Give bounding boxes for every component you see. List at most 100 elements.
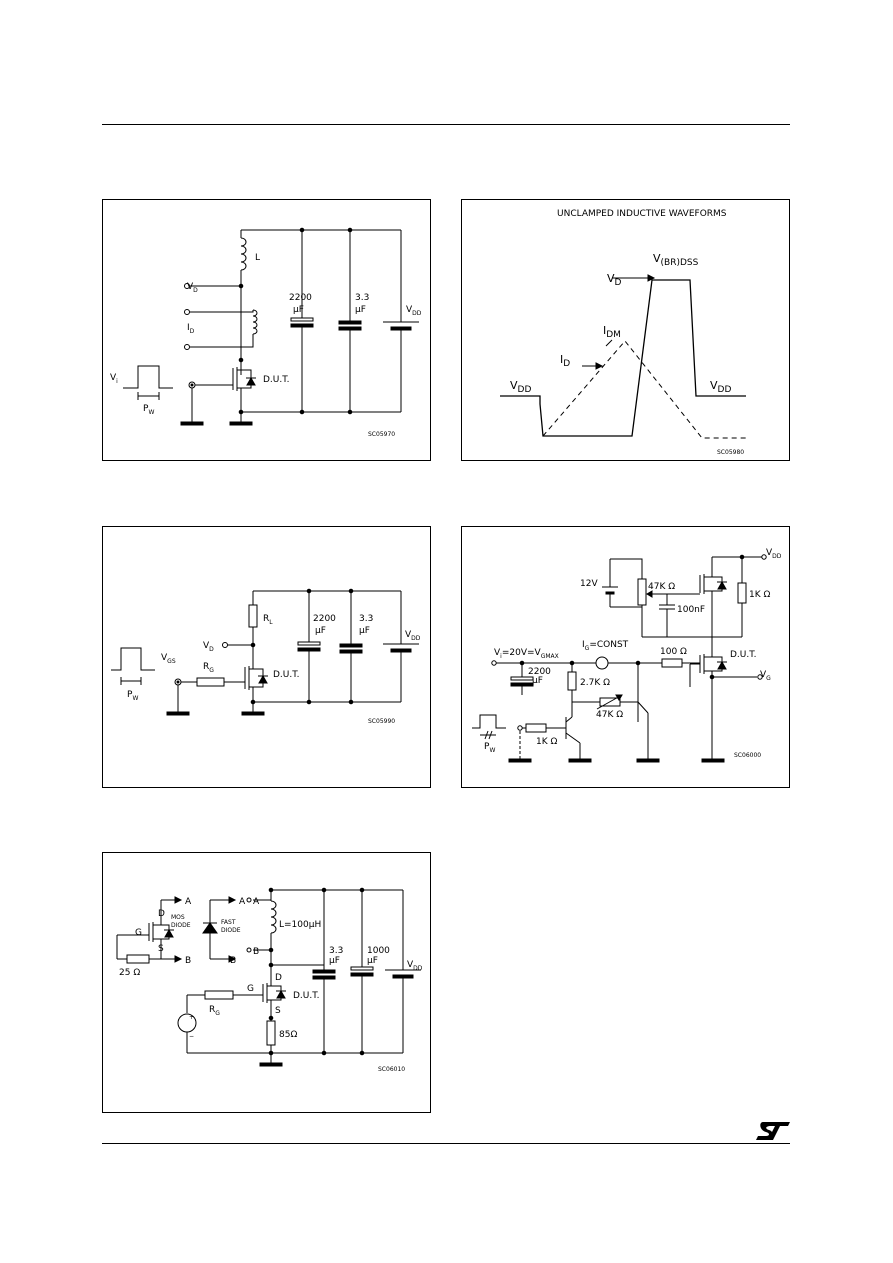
vdd-label: VDD (406, 305, 422, 317)
id-waveform (543, 341, 746, 438)
dut-label: D.U.T. (263, 375, 290, 385)
vi-label: Vi=20V=VGMAX (494, 648, 559, 660)
figure-diode-recovery-test-circuit: A B D S G MOS DIODE 25 Ω A B FAST DIODE … (102, 852, 431, 1113)
figure-code: SC05970 (368, 431, 395, 438)
vdd-label: VDD (407, 960, 423, 972)
vdd-left-label: VDD (510, 379, 531, 395)
mos-source-label: S (158, 944, 164, 954)
resistor-85-label: 85Ω (279, 1030, 297, 1040)
vdd-label: VDD (766, 548, 782, 560)
dut-label: D.U.T. (293, 991, 320, 1001)
source-minus-label: − (189, 1033, 194, 1040)
current-source (596, 657, 608, 669)
cap-3v3-unit: μF (329, 956, 340, 966)
resistor-2k7-label: 2.7K Ω (580, 678, 610, 688)
source-plus-label: + (189, 1014, 194, 1021)
vdd-label: VDD (405, 630, 421, 642)
vdd-right-label: VDD (710, 379, 731, 395)
cap-1000-unit: μF (367, 956, 378, 966)
dut-source-label: S (275, 1006, 281, 1016)
cap-3v3-value: 3.3 (329, 946, 343, 956)
dut-label: D.U.T. (273, 670, 300, 680)
cap-3v3-unit: μF (355, 305, 366, 315)
top-rule (102, 124, 790, 125)
circuit-1-svg: L VD ID Vi PW 2200 μF 3.3 μF VDD D.U.T. … (110, 200, 422, 438)
circuit-4-svg: VDD 12V 47K Ω 100nF 1K Ω IG=CONST Vi=20V… (462, 548, 782, 789)
circuit-5-svg: A B D S G MOS DIODE 25 Ω A B FAST DIODE … (103, 853, 423, 1073)
vd-label: VD (187, 282, 198, 294)
id-label: ID (187, 323, 195, 335)
gate-resistor (197, 678, 224, 686)
resistor-47k-label: 47K Ω (648, 582, 675, 592)
id-label: ID (560, 353, 570, 369)
resistor-1k-2-label: 1K Ω (536, 737, 557, 747)
waveform-title: UNCLAMPED INDUCTIVE WAVEFORMS (557, 209, 727, 219)
current-probe-coil (253, 310, 257, 334)
load-resistor (249, 605, 257, 627)
vg-label: VG (760, 670, 771, 682)
vd-label: VD (203, 641, 214, 653)
cap-3v3-value: 3.3 (355, 293, 369, 303)
mos-b-label: B (185, 956, 191, 966)
pw-label: PW (127, 690, 138, 702)
dut-gate-label: G (247, 984, 254, 994)
resistor-100-label: 100 Ω (660, 647, 687, 657)
waveform-svg: UNCLAMPED INDUCTIVE WAVEFORMS V(BR)DSS V… (462, 209, 791, 456)
dut-label: D.U.T. (730, 650, 757, 660)
cap-1000-value: 1000 (367, 946, 390, 956)
resistor-1k-label: 1K Ω (749, 590, 770, 600)
vgs-label: VGS (161, 653, 176, 665)
figure-switching-times-test-circuit: RL VD RG VGS PW 2200 μF 3.3 μF VDD D.U.T… (102, 526, 431, 788)
supply-12v-label: 12V (580, 579, 598, 589)
cap-2200-value: 2200 (313, 614, 336, 624)
st-logo (756, 1122, 790, 1140)
inductor-symbol (241, 238, 246, 270)
idm-label: IDM (603, 324, 621, 340)
dut-drain-label: D (275, 973, 282, 983)
vd-label: VD (607, 272, 622, 288)
mos-a-label: A (185, 897, 192, 907)
cap-3v3-value: 3.3 (359, 614, 373, 624)
resistor-25-label: 25 Ω (119, 968, 140, 978)
figure-code: SC06000 (734, 752, 761, 759)
resistor-47k (638, 579, 646, 605)
pw-label: PW (484, 742, 495, 754)
resistor-85 (267, 1021, 275, 1045)
vd-waveform (500, 280, 746, 436)
cap-2200-unit: μF (315, 626, 326, 636)
inductor-label: L=100μH (279, 920, 321, 930)
resistor-47k-2-label: 47K Ω (596, 710, 623, 720)
figure-code: SC05980 (717, 449, 744, 456)
mos-diode-label-1: MOS (171, 914, 185, 921)
cap-2200-unit: μF (532, 676, 543, 686)
fast-a-label: A (239, 897, 246, 907)
cap-100nf-label: 100nF (677, 605, 705, 615)
mos-diode-label-2: DIODE (171, 922, 191, 929)
rg-label: RG (203, 662, 214, 674)
figure-code: SC06010 (378, 1066, 405, 1073)
figure-unclamped-inductive-load-test-circuit: L VD ID Vi PW 2200 μF 3.3 μF VDD D.U.T. … (102, 199, 431, 461)
terminal-a-label: A (253, 897, 260, 907)
ig-label: IG=CONST (582, 640, 629, 652)
rg-label: RG (209, 1005, 220, 1017)
cap-3v3-unit: μF (359, 626, 370, 636)
circuit-3-svg: RL VD RG VGS PW 2200 μF 3.3 μF VDD D.U.T… (103, 527, 421, 725)
fast-diode-label-1: FAST (221, 919, 236, 926)
rl-label: RL (263, 614, 273, 626)
bottom-rule (102, 1143, 790, 1144)
cap-2200-value: 2200 (289, 293, 312, 303)
vbr-dss-label: V(BR)DSS (653, 252, 699, 268)
inductor-label: L (255, 253, 260, 263)
figure-unclamped-inductive-waveforms: UNCLAMPED INDUCTIVE WAVEFORMS V(BR)DSS V… (461, 199, 790, 461)
cap-2200-value: 2200 (528, 667, 551, 677)
figure-code: SC05990 (368, 718, 395, 725)
terminal-b-label: B (253, 947, 259, 957)
figure-gate-charge-test-circuit: VDD 12V 47K Ω 100nF 1K Ω IG=CONST Vi=20V… (461, 526, 790, 788)
pw-label: PW (143, 404, 154, 416)
mos-drain-label: D (158, 909, 165, 919)
mos-gate-label: G (135, 928, 142, 938)
resistor-100 (662, 659, 682, 667)
cap-2200-unit: μF (293, 305, 304, 315)
vi-label: Vi (110, 373, 118, 385)
fast-diode-label-2: DIODE (221, 927, 241, 934)
